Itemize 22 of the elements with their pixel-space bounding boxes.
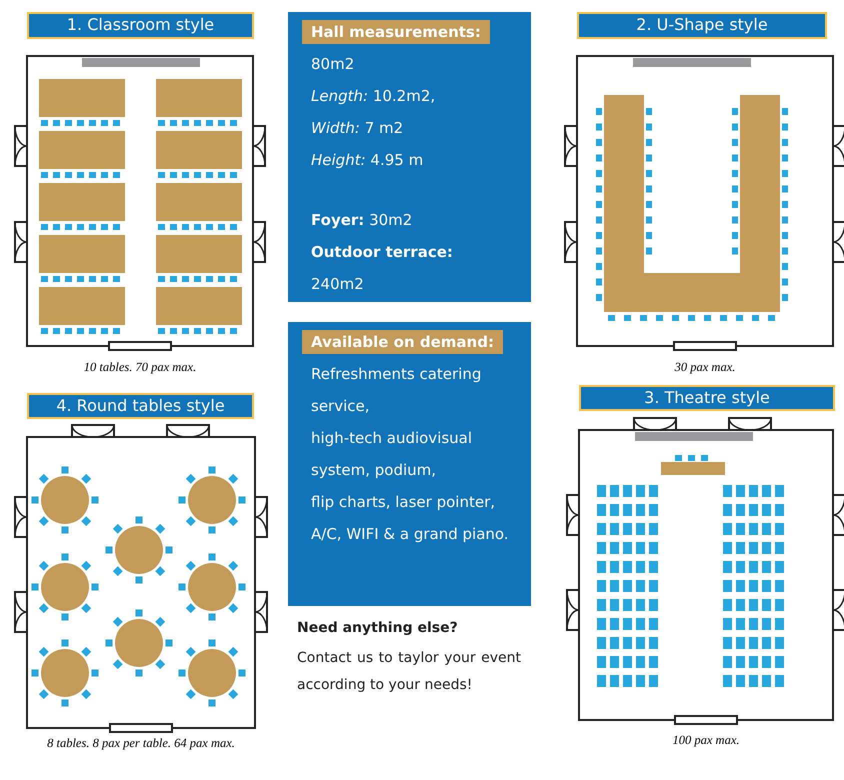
plan-title-banner: 4. Round tables style	[27, 393, 254, 419]
note-heading: Need anything else?	[297, 620, 459, 636]
capacity-caption: 100 pax max.	[672, 733, 740, 748]
panel-heading: Hall measurements:	[302, 20, 490, 44]
info-text: Width: 7 m2	[311, 118, 404, 139]
plan-title-banner: 1. Classroom style	[27, 12, 254, 39]
info-panel	[288, 322, 531, 606]
info-text: Height: 4.95 m	[311, 150, 424, 171]
info-text: flip charts, laser pointer, A/C, WIFI & a grand piano.	[311, 492, 510, 545]
info-panel	[288, 12, 531, 302]
capacity-caption: 10 tables. 70 pax max.	[82, 360, 198, 375]
info-text: 80m2	[311, 54, 356, 75]
capacity-caption: 8 tables. 8 pax per table. 64 pax max.	[46, 736, 236, 751]
info-text: Outdoor terrace:	[311, 242, 454, 263]
info-text: Foyer: 30m2	[311, 210, 414, 231]
note-text: Contact us to taylor your event according to your needs!	[297, 649, 521, 695]
plan-title-banner: 3. Theatre style	[579, 385, 835, 411]
capacity-caption: 30 pax max.	[674, 360, 736, 375]
plan-title-banner: 2. U-Shape style	[577, 12, 827, 39]
info-text: Length: 10.2m2,	[311, 86, 436, 107]
info-text: 240m2	[311, 274, 365, 295]
panel-heading: Available on demand:	[302, 330, 503, 354]
